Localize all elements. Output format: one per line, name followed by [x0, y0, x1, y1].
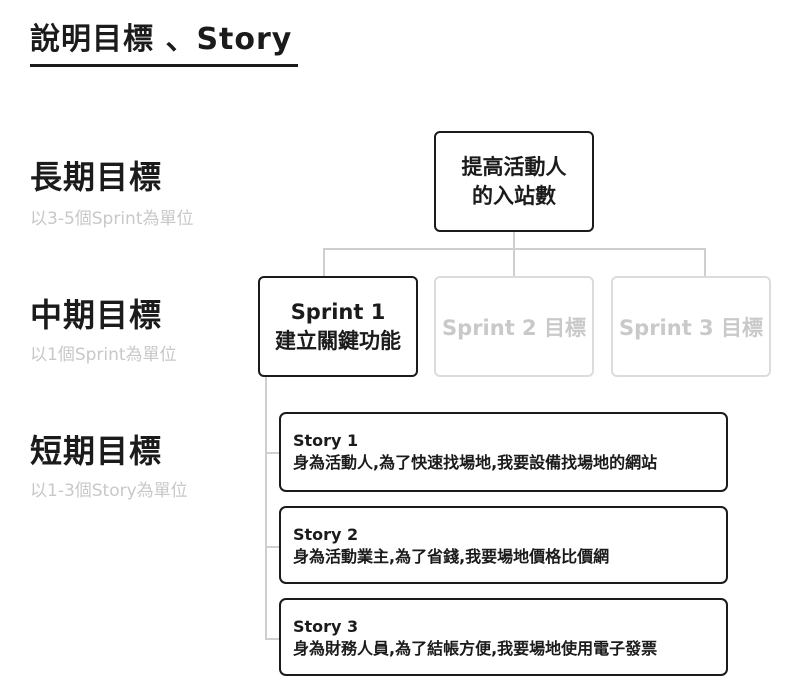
- sprint-3-node: Sprint 3 目標: [611, 276, 771, 377]
- story-3-title: Story 3: [293, 617, 359, 636]
- level-sub-long-term: 以3-5個Sprint為單位: [30, 209, 194, 229]
- story-1-card: Story 1 身為活動人,為了快速找場地,我要設備找場地的網站: [279, 412, 728, 492]
- connector-sprint-3: [704, 248, 706, 276]
- connector-sprint-1: [323, 248, 325, 276]
- story-3-text: 身為財務人員,為了結帳方便,我要場地使用電子發票: [293, 639, 658, 658]
- level-label-long-term: 長期目標: [30, 158, 163, 196]
- connector-goal-down: [513, 231, 515, 249]
- connector-story-3: [265, 638, 279, 640]
- story-3-card: Story 3 身為財務人員,為了結帳方便,我要場地使用電子發票: [279, 598, 728, 676]
- story-1-text: 身為活動人,為了快速找場地,我要設備找場地的網站: [293, 453, 658, 472]
- goal-node: 提高活動人 的入站數: [434, 131, 594, 232]
- story-2-title: Story 2: [293, 525, 359, 544]
- story-2-text: 身為活動業主,為了省錢,我要場地價格比價網: [293, 547, 610, 566]
- title-underline: [30, 64, 298, 67]
- goal-node-line-1: 提高活動人: [461, 154, 567, 179]
- sprint-2-node-label: Sprint 2 目標: [442, 315, 586, 340]
- story-1-title: Story 1: [293, 431, 359, 450]
- sprint-2-node: Sprint 2 目標: [434, 276, 594, 377]
- connector-sprint-2: [513, 248, 515, 276]
- goal-node-line-2: 的入站數: [472, 183, 556, 208]
- story-2-card: Story 2 身為活動業主,為了省錢,我要場地價格比價網: [279, 506, 728, 584]
- sprint-1-node-line-1: Sprint 1: [290, 299, 386, 324]
- level-label-mid-term: 中期目標: [30, 296, 163, 334]
- page-title: 說明目標 、Story: [30, 22, 293, 57]
- sprint-1-node: Sprint 1 建立關鍵功能: [258, 276, 418, 377]
- connector-story-2: [265, 546, 279, 548]
- level-sub-mid-term: 以1個Sprint為單位: [30, 345, 177, 365]
- connector-story-1: [265, 452, 279, 454]
- sprint-1-node-line-2: 建立關鍵功能: [275, 328, 401, 353]
- level-label-short-term: 短期目標: [30, 432, 163, 470]
- connector-stories-vertical: [265, 376, 267, 640]
- sprint-3-node-label: Sprint 3 目標: [619, 315, 763, 340]
- level-sub-short-term: 以1-3個Story為單位: [30, 481, 188, 501]
